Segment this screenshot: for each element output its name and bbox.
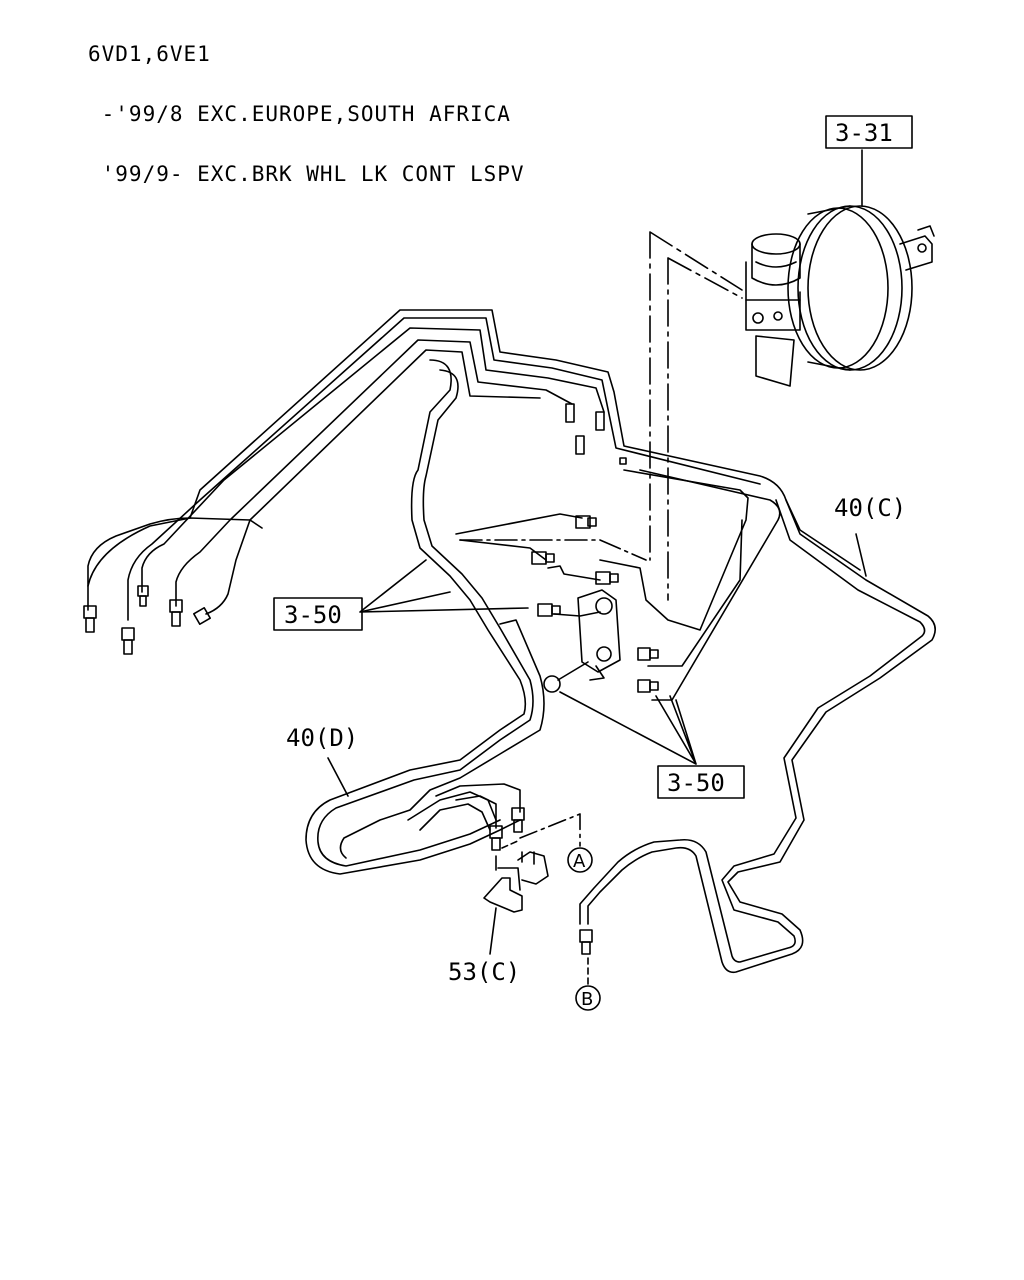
connector-a-circle bbox=[567, 847, 593, 873]
applicability-header: 6VD1,6VE1 -'99/8 EXC.EUROPE,SOUTH AFRICA… bbox=[88, 4, 525, 224]
bracket-53c bbox=[483, 851, 549, 913]
callout-3-50-upper-label: 3-50 bbox=[284, 601, 342, 629]
connector-a-leader bbox=[519, 813, 581, 847]
callout-box-3-31 bbox=[825, 115, 913, 149]
callout-40d-label: 40(D) bbox=[286, 724, 358, 752]
leader-3-50-upper bbox=[359, 559, 529, 613]
leader-40c bbox=[855, 533, 867, 577]
callout-box-3-50-upper bbox=[273, 597, 363, 631]
header-date-line-1: -'99/8 EXC.EUROPE,SOUTH AFRICA bbox=[88, 102, 511, 126]
booster-leader-lines bbox=[649, 231, 743, 601]
connector-b-circle bbox=[575, 985, 601, 1011]
connector-a-label: A bbox=[573, 851, 586, 872]
brake-booster bbox=[787, 205, 935, 371]
master-cylinder bbox=[745, 233, 801, 387]
pipe-bundle bbox=[87, 309, 861, 621]
lspv-valve bbox=[543, 589, 621, 693]
callout-53c-label: 53(C) bbox=[448, 958, 520, 986]
pipe-loop-inner bbox=[317, 369, 534, 867]
leader-40d bbox=[327, 757, 349, 797]
callout-40c-label: 40(C) bbox=[834, 494, 906, 522]
callout-3-50-lower-label: 3-50 bbox=[667, 769, 725, 797]
leader-53c bbox=[489, 907, 497, 955]
header-date-line-2: '99/9- EXC.BRK WHL LK CONT LSPV bbox=[88, 162, 525, 186]
callout-3-31-label: 3-31 bbox=[835, 119, 893, 147]
pipe-loop-outer bbox=[305, 359, 527, 875]
pipe-40c bbox=[579, 499, 936, 974]
leader-3-50-lower bbox=[559, 691, 697, 765]
callout-box-3-50-lower bbox=[657, 765, 745, 799]
connector-b-label: B bbox=[581, 989, 593, 1010]
header-model-line: 6VD1,6VE1 bbox=[88, 42, 211, 66]
flare-nuts bbox=[83, 403, 659, 955]
